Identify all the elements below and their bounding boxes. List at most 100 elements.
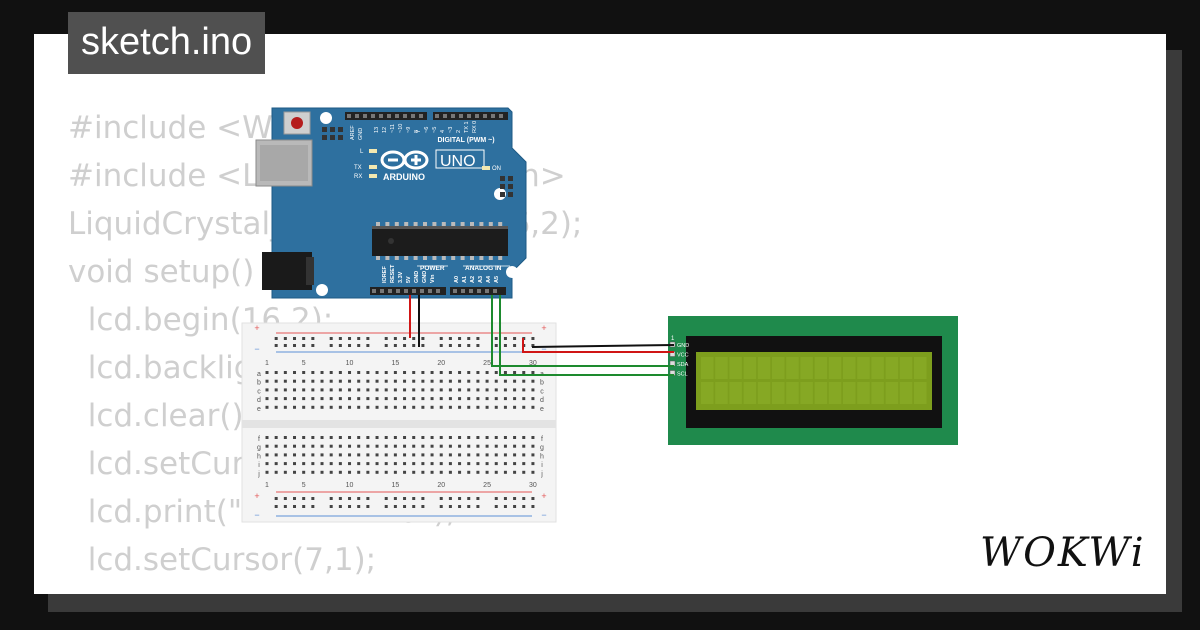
analog-pin-label: A0 bbox=[454, 276, 460, 283]
code-line: lcd.print("AB"); bbox=[68, 584, 582, 594]
breadboard-col-number: 15 bbox=[391, 360, 399, 367]
power-pin-label: RESET bbox=[390, 264, 396, 283]
lcd-char-cell bbox=[729, 357, 742, 379]
breadboard-col-number: 25 bbox=[483, 482, 491, 489]
aref-label: AREF bbox=[350, 125, 356, 140]
digital-label: DIGITAL (PWM ~) bbox=[437, 137, 494, 144]
code-line: lcd.setCursor(7,1); bbox=[68, 542, 377, 578]
breadboard-row-label: i bbox=[258, 462, 260, 469]
analog-pin-label: A4 bbox=[486, 275, 492, 283]
breadboard-col-number: 15 bbox=[391, 482, 399, 489]
gnd-label: GND bbox=[358, 128, 364, 140]
arduino-brand: ARDUINO bbox=[383, 172, 425, 182]
breadboard-row-label: h bbox=[257, 453, 261, 460]
lcd-char-cell bbox=[715, 382, 728, 404]
breadboard-col-number: 1 bbox=[265, 360, 269, 367]
lcd-char-cell bbox=[800, 382, 813, 404]
led-tx-label: TX bbox=[354, 165, 362, 171]
lcd-char-cell bbox=[885, 357, 899, 379]
wokwi-logo: WOKWi bbox=[980, 530, 1146, 576]
lcd-pin-one: 1 bbox=[671, 336, 675, 342]
breadboard-row-label: e bbox=[540, 406, 544, 413]
lcd-char-cell bbox=[701, 382, 714, 404]
rail-polarity-icon: + bbox=[541, 323, 546, 333]
analog-pin-label: A3 bbox=[478, 276, 484, 283]
lcd-char-cell bbox=[772, 382, 785, 404]
lcd-char-cell bbox=[757, 357, 771, 379]
wire-scl-green bbox=[499, 295, 674, 376]
lcd-char-cell bbox=[885, 382, 899, 404]
rail-polarity-icon: − bbox=[254, 344, 259, 354]
code-line: lcd.clear(); bbox=[68, 398, 254, 434]
lcd-char-cell bbox=[757, 382, 771, 404]
lcd-char-cell bbox=[899, 357, 913, 379]
lcd-char-cell bbox=[743, 357, 757, 379]
digital-pin-label: 13 bbox=[374, 127, 380, 133]
lcd-pin-label: SCL bbox=[677, 372, 688, 378]
digital-pin-label: 12 bbox=[382, 127, 388, 133]
lcd-char-cell bbox=[786, 357, 799, 379]
analog-label: ANALOG IN bbox=[465, 265, 502, 272]
lcd-char-cell bbox=[857, 357, 870, 379]
lcd-char-cell bbox=[914, 382, 927, 404]
breadboard-row-label: g bbox=[540, 445, 544, 452]
power-pin-label: Vin bbox=[430, 274, 436, 283]
breadboard-row-label: h bbox=[540, 453, 544, 460]
breadboard-col-number: 25 bbox=[483, 360, 491, 367]
power-pin-label: GND bbox=[422, 271, 428, 283]
power-jack bbox=[262, 252, 312, 290]
breadboard-col-number: 20 bbox=[437, 482, 445, 489]
lcd-char-cell bbox=[701, 357, 714, 379]
breadboard-row-label: j bbox=[257, 471, 260, 478]
power-pin-label: 3.3V bbox=[398, 271, 404, 283]
analog-pin-label: A1 bbox=[462, 276, 468, 283]
analog-pin-label: A5 bbox=[494, 276, 500, 283]
analog-pin-label: A2 bbox=[470, 276, 476, 283]
lcd-1602-i2c[interactable]: 1 GND VCC SDA SCL bbox=[668, 316, 958, 445]
lcd-pin-label: VCC bbox=[677, 353, 689, 359]
lcd-char-cell bbox=[871, 382, 884, 404]
rail-polarity-icon: + bbox=[254, 323, 259, 333]
lcd-char-cell bbox=[814, 357, 828, 379]
breadboard-col-number: 5 bbox=[302, 482, 306, 489]
breadboard-row-label: j bbox=[540, 471, 543, 478]
lcd-char-cell bbox=[743, 382, 757, 404]
breadboard-col-number: 1 bbox=[265, 482, 269, 489]
led-l bbox=[369, 149, 377, 153]
digital-pin-label: ~3 bbox=[448, 127, 454, 133]
breadboard-row-label: f bbox=[541, 436, 543, 443]
lcd-pin-label: GND bbox=[677, 343, 689, 349]
digital-pin-label: 4 bbox=[440, 130, 446, 133]
on-label: ON bbox=[492, 166, 501, 172]
lcd-char-cell bbox=[828, 357, 842, 379]
breadboard-row-label: c bbox=[257, 388, 261, 395]
arduino-model: UNO bbox=[440, 153, 476, 170]
wires bbox=[409, 295, 675, 376]
rail-polarity-icon: − bbox=[541, 344, 546, 354]
breadboard-row-label: i bbox=[541, 462, 543, 469]
power-pin-label: IOREF bbox=[382, 266, 388, 283]
digital-pin-label: 7 bbox=[416, 130, 422, 133]
lcd-char-cell bbox=[843, 357, 856, 379]
breadboard-row-label: b bbox=[540, 380, 544, 387]
lcd-char-cell bbox=[772, 357, 785, 379]
wokwi-logo-text: WOKWi bbox=[980, 530, 1146, 576]
rail-polarity-icon: + bbox=[541, 491, 546, 501]
breadboard-col-number: 30 bbox=[529, 360, 537, 367]
digital-pin-label: TX 1 bbox=[464, 121, 470, 133]
digital-pin-label: ~10 bbox=[398, 124, 404, 133]
lcd-char-cell bbox=[843, 382, 856, 404]
digital-pin-label: ~5 bbox=[432, 127, 438, 133]
wire-sda-green bbox=[491, 295, 674, 367]
breadboard-row-label: c bbox=[540, 388, 544, 395]
breadboard-col-number: 30 bbox=[529, 482, 537, 489]
led-l-label: L bbox=[360, 149, 364, 155]
lcd-char-cell bbox=[899, 382, 913, 404]
lcd-pin-label: SDA bbox=[677, 362, 689, 368]
rail-polarity-icon: + bbox=[254, 491, 259, 501]
breadboard-row-label: a bbox=[257, 371, 261, 378]
lcd-char-cell bbox=[800, 357, 813, 379]
sketch-title: sketch.ino bbox=[68, 12, 266, 74]
